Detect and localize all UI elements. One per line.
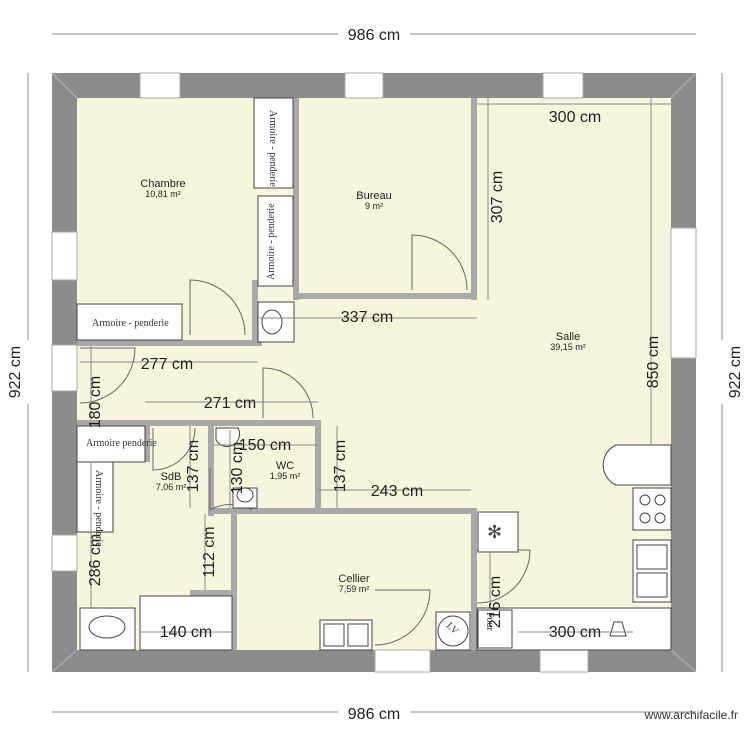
dim-wc-137: 137 cm [332,440,349,492]
dim-left-180: 180 cm [87,376,104,428]
dim-wc-130: 130 cm [229,442,246,494]
wardrobe-4 [76,425,146,463]
wall-corridor-sdb-top [77,420,315,426]
dim-cellier-216: 216 cm [487,576,504,628]
window-left-mid [51,344,78,392]
sofa [602,444,672,486]
shower [139,595,233,651]
room-cellier-area: 7,59 m² [339,584,370,594]
wall-chambre-bottom [77,340,262,346]
room-wc-name: WC [276,460,294,472]
door-corridor-mid [262,367,314,419]
wardrobe-3-label: Armoire - penderie [92,318,169,329]
oven [477,609,513,649]
window-bottom-salle [539,649,589,673]
furniture: Armoire - penderie Armoire - penderie Ar… [76,97,672,651]
window-bottom-cellier [374,649,431,673]
dim-left-height: 922 cm [7,346,24,398]
dim-salle-850: 850 cm [645,336,662,388]
cooktop [632,487,672,531]
wall-sdb-wc [208,426,214,516]
window-right-salle [670,227,697,359]
dim-left-286: 286 cm [87,534,104,586]
wall-wc-right [315,420,321,512]
wall-bureau-bottom [299,293,477,299]
door-salle-cellier [476,549,531,604]
wall-cellier-left [231,514,237,650]
partitions [77,98,477,650]
wall-sdb-bottom-left [190,590,231,596]
room-bureau-name: Bureau [356,190,391,202]
window-left-chambre [51,231,78,281]
door-sdb [152,427,196,471]
room-sdb-name: SdB [161,471,182,483]
wardrobe-4-label: Armoire penderie [86,438,157,449]
window-top-right [542,72,584,99]
dim-sdb-112: 112 cm [201,526,218,577]
windows [51,72,697,673]
dim-sdb-140: 140 cm [160,624,212,641]
wardrobe-3 [76,303,183,341]
dim-sdb-137: 137 cm [185,440,202,492]
wall-bureau-salle [471,98,477,300]
dim-wc-150: 150 cm [239,437,291,454]
dimension-labels: 986 cm 986 cm 922 cm 922 cm 300 cm 307 c… [7,24,744,723]
room-wc-area: 1,95 m² [270,471,301,481]
wardrobe-1-label: Armoire - penderie [267,110,278,187]
room-bureau-area: 9 m² [365,201,383,211]
room-cellier-name: Cellier [338,573,370,585]
dim-corridor-277: 277 cm [141,356,193,373]
window-top-mid [344,72,384,99]
wardrobe-2 [257,195,294,287]
door-chambre [189,279,246,336]
oven-label: Four [484,612,495,632]
wardrobe-2-label: Armoire - penderie [266,203,277,280]
room-salle-area: 39,15 m² [550,342,586,352]
dim-bureau-side: 307 cm [489,171,506,223]
interior-floor [77,98,671,650]
room-salle-name: Salle [556,331,580,343]
room-labels: Chambre 10,81 m² Bureau 9 m² Salle 39,15… [140,178,585,594]
snowflake-icon: ✻ [487,522,502,542]
door-cellier [374,589,431,646]
room-sdb-area: 7,06 m² [156,482,187,492]
wall-chambre-bureau [293,98,299,300]
room-chambre-area: 10,81 m² [145,189,181,199]
site-credit: www.archifacile.fr [644,708,738,722]
wall-chambre-right-lower [252,280,258,342]
wall-sdb-left [145,426,150,462]
window-left-sdb [51,534,78,572]
wardrobe-5-label: Armoire - penderie [93,470,104,547]
room-chambre-name: Chambre [140,178,185,190]
dim-salle-top: 300 cm [549,109,601,126]
dim-top-width: 986 cm [348,27,400,44]
wardrobe-5 [76,461,114,533]
dim-right-height: 922 cm [727,346,744,398]
dim-corridor-337: 337 cm [341,309,393,326]
dim-bottom-width: 986 cm [348,706,400,723]
fridge [477,511,519,553]
wall-wc-bottom [214,508,471,514]
window-top-left [139,72,181,99]
dim-corridor-271: 271 cm [204,395,256,412]
dim-kitchen-300: 300 cm [549,624,601,641]
dim-cellier-243: 243 cm [371,483,423,500]
wall-cellier-right [471,508,477,650]
wardrobe-1 [253,97,294,189]
door-bureau [411,234,468,291]
